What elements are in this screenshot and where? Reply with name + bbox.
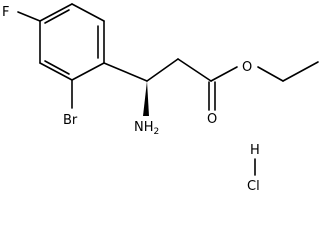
benzene-ring xyxy=(39,3,105,81)
bromine-label: Br xyxy=(63,113,78,128)
structure-canvas: F Br NH2 O O H Cl xyxy=(2,3,319,194)
ring-bond-3 xyxy=(71,62,105,81)
ethyl-bond xyxy=(282,61,319,82)
ring-bond-6 xyxy=(39,3,73,22)
carbonyl-oxygen-label: O xyxy=(207,112,217,127)
amine-label: NH2 xyxy=(134,120,159,137)
carbonyl-ester-o-bond xyxy=(210,66,238,82)
fluorine-label: F xyxy=(2,5,9,20)
chemical-structure: F Br NH2 O O H Cl xyxy=(2,3,319,194)
ring-bond-4 xyxy=(39,62,73,81)
chiral-ch2-bond xyxy=(146,58,179,82)
ring-chiral-bond xyxy=(103,62,148,82)
wedge-bond xyxy=(143,81,149,116)
hydrogen-label: H xyxy=(250,143,260,158)
ring-double-bond-2 xyxy=(44,60,70,75)
ester-o-ethyl-bond xyxy=(257,66,284,82)
ring-bond-1 xyxy=(71,3,105,22)
chlorine-label: Cl xyxy=(247,179,260,194)
ring-double-bond-3 xyxy=(44,9,70,24)
ch2-carbonyl-bond xyxy=(177,58,212,82)
c-f-bond xyxy=(17,11,41,22)
ester-oxygen-label: O xyxy=(242,60,252,75)
